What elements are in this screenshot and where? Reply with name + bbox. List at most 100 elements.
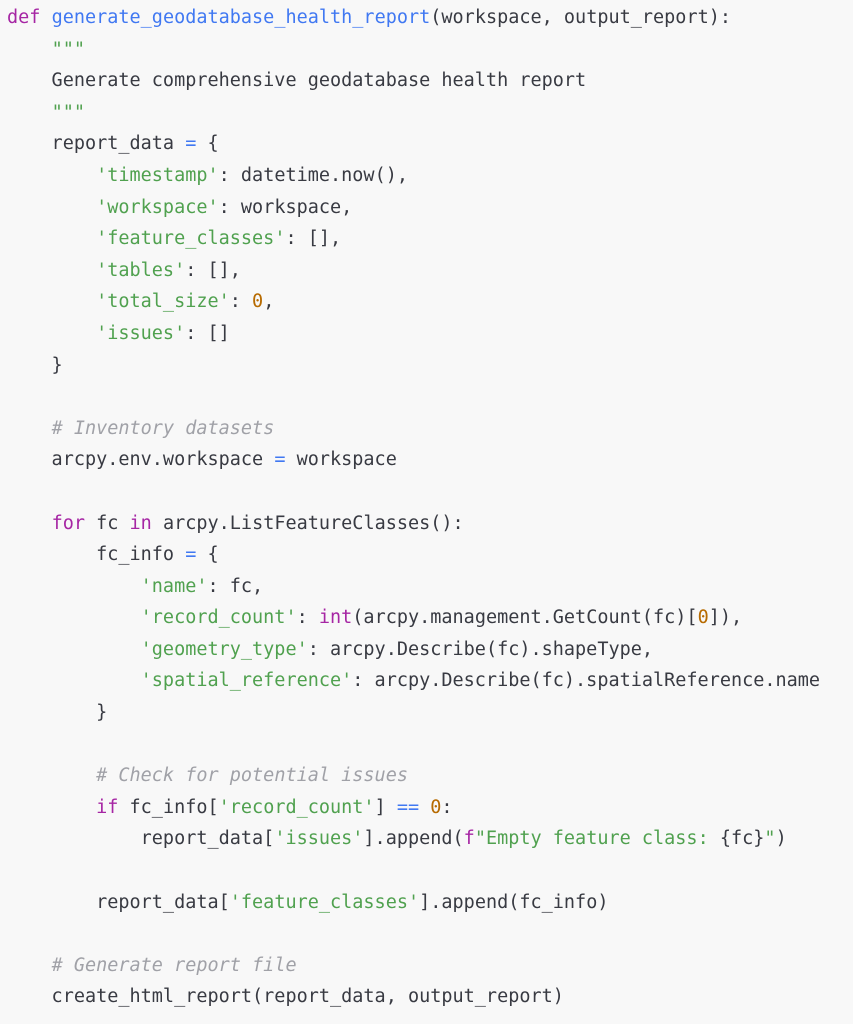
code-line[interactable]: 'spatial_reference': arcpy.Describe(fc).… (7, 665, 853, 697)
code-token-txt: fc_info (7, 544, 186, 566)
code-token-txt (7, 102, 52, 123)
code-token-txt: } (7, 702, 108, 724)
code-line[interactable]: 'tables': [], (7, 255, 853, 287)
code-token-kw: int (318, 607, 353, 629)
code-token-txt (419, 797, 430, 818)
code-token-str: 'timestamp' (96, 164, 219, 186)
code-line[interactable]: if fc_info['record_count'] == 0: (7, 792, 853, 824)
code-line[interactable]: 'geometry_type': arcpy.Describe(fc).shap… (7, 634, 853, 666)
code-line[interactable]: def generate_geodatabase_health_report(w… (7, 2, 853, 34)
code-token-str: 'geometry_type' (140, 638, 308, 660)
code-token-kw: def (7, 7, 41, 28)
code-token-str: 'record_count' (218, 796, 375, 818)
code-token-num: 0 (697, 607, 709, 629)
code-token-txt (7, 765, 96, 786)
code-token-txt: {fc} (719, 828, 765, 850)
code-token-txt (7, 513, 52, 534)
code-token-kw: for (51, 512, 85, 534)
code-token-txt (7, 39, 52, 60)
code-token-str: 'tables' (96, 259, 186, 281)
code-token-op: == (396, 796, 420, 818)
code-line[interactable]: 'total_size': 0, (7, 286, 853, 318)
code-line[interactable]: report_data = { (7, 128, 853, 160)
code-token-txt (7, 639, 141, 660)
code-token-txt (7, 165, 96, 186)
code-line[interactable]: 'feature_classes': [], (7, 223, 853, 255)
code-token-str: 'spatial_reference' (140, 670, 353, 692)
code-line[interactable]: 'issues': [] (7, 318, 853, 350)
code-token-txt: : [] (185, 322, 230, 344)
code-token-num: 0 (252, 291, 264, 313)
code-token-str: 'feature_classes' (96, 228, 286, 250)
code-line[interactable]: """ (7, 97, 853, 129)
code-token-txt (7, 323, 96, 344)
code-line[interactable]: 'workspace': workspace, (7, 192, 853, 224)
code-token-txt (7, 576, 141, 597)
code-token-txt: ].append( (363, 828, 464, 850)
code-token-doc: """ (51, 101, 85, 123)
code-token-txt (7, 955, 52, 976)
code-line[interactable]: } (7, 350, 853, 382)
code-line[interactable]: create_html_report(report_data, output_r… (7, 981, 853, 1013)
code-line[interactable]: 'name': fc, (7, 571, 853, 603)
code-line[interactable]: # Generate report file (7, 950, 853, 982)
code-token-txt: : workspace, (218, 196, 353, 218)
code-token-com: # Check for potential issues (96, 765, 408, 787)
code-token-str: 'feature_classes' (229, 891, 420, 913)
code-token-txt: : arcpy.Describe(fc).spatialReference.na… (352, 670, 821, 692)
code-token-txt (7, 197, 96, 218)
code-token-txt (7, 291, 96, 312)
code-token-txt (40, 7, 51, 28)
code-token-op: = (185, 133, 197, 155)
code-line[interactable]: report_data['feature_classes'].append(fc… (7, 887, 853, 919)
code-token-txt: ] (374, 796, 397, 818)
code-line[interactable]: } (7, 697, 853, 729)
code-token-txt: create_html_report(report_data, output_r… (7, 986, 564, 1008)
code-line[interactable] (7, 381, 853, 413)
code-line[interactable] (7, 855, 853, 887)
code-token-txt: ].append(fc_info) (419, 891, 609, 913)
code-line[interactable]: Generate comprehensive geodatabase healt… (7, 65, 853, 97)
code-token-num: 0 (430, 796, 442, 818)
code-line[interactable]: arcpy.env.workspace = workspace (7, 444, 853, 476)
code-token-txt: report_data (7, 133, 186, 155)
code-token-str: 'workspace' (96, 196, 219, 218)
code-token-txt (7, 797, 96, 818)
code-token-str: "Empty feature class: (474, 828, 720, 850)
code-line[interactable]: for fc in arcpy.ListFeatureClasses(): (7, 508, 853, 540)
code-token-kw: f (463, 828, 475, 850)
code-token-txt (7, 260, 96, 281)
code-token-str: 'issues' (274, 828, 364, 850)
code-token-str: " (764, 828, 776, 850)
code-token-txt: : (296, 607, 319, 629)
code-line[interactable] (7, 476, 853, 508)
code-line[interactable] (7, 918, 853, 950)
code-token-txt: { (196, 544, 219, 566)
code-line[interactable] (7, 729, 853, 761)
code-token-op: = (185, 544, 197, 566)
code-token-com: # Inventory datasets (51, 417, 275, 439)
code-token-str: 'record_count' (140, 607, 297, 629)
code-line[interactable]: # Inventory datasets (7, 413, 853, 445)
code-token-txt (7, 670, 141, 691)
code-token-txt: arcpy.env.workspace (7, 449, 275, 471)
code-line[interactable]: 'timestamp': datetime.now(), (7, 160, 853, 192)
code-token-txt: : arcpy.Describe(fc).shapeType, (307, 638, 654, 660)
code-line[interactable]: 'record_count': int(arcpy.management.Get… (7, 602, 853, 634)
code-line[interactable]: """ (7, 34, 853, 66)
code-token-txt: : fc, (207, 575, 264, 597)
code-line[interactable]: fc_info = { (7, 539, 853, 571)
code-token-txt: workspace (285, 449, 397, 471)
code-token-txt: : [], (285, 228, 342, 250)
code-line[interactable]: # Check for potential issues (7, 760, 853, 792)
code-token-txt: : (229, 291, 253, 313)
code-token-str: 'total_size' (96, 291, 230, 313)
code-token-op: = (274, 449, 286, 471)
code-token-txt: , (263, 291, 275, 313)
code-token-txt (7, 418, 52, 439)
code-token-txt: report_data[ (7, 828, 275, 850)
code-token-txt: : [], (185, 259, 241, 281)
code-token-txt: ]), (708, 607, 743, 629)
code-line[interactable]: report_data['issues'].append(f"Empty fea… (7, 823, 853, 855)
